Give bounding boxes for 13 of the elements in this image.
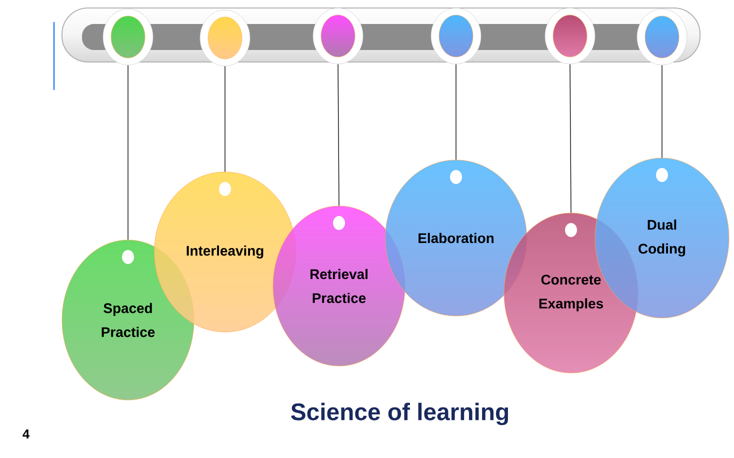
hanging-oval: Retrieval Practice (272, 206, 406, 366)
pin-bead (636, 8, 688, 66)
hanging-string (224, 66, 226, 172)
title: Science of learning (291, 402, 508, 426)
hanging-string (338, 64, 340, 206)
pin-bead (200, 10, 250, 66)
pin-bead (312, 8, 364, 64)
pin-bead (430, 8, 482, 64)
hanging-string (570, 64, 572, 214)
hanging-oval: Elaboration (385, 160, 527, 316)
pin-bead (102, 8, 154, 66)
page-number: 4 (22, 430, 30, 438)
pin-bead (544, 8, 596, 64)
